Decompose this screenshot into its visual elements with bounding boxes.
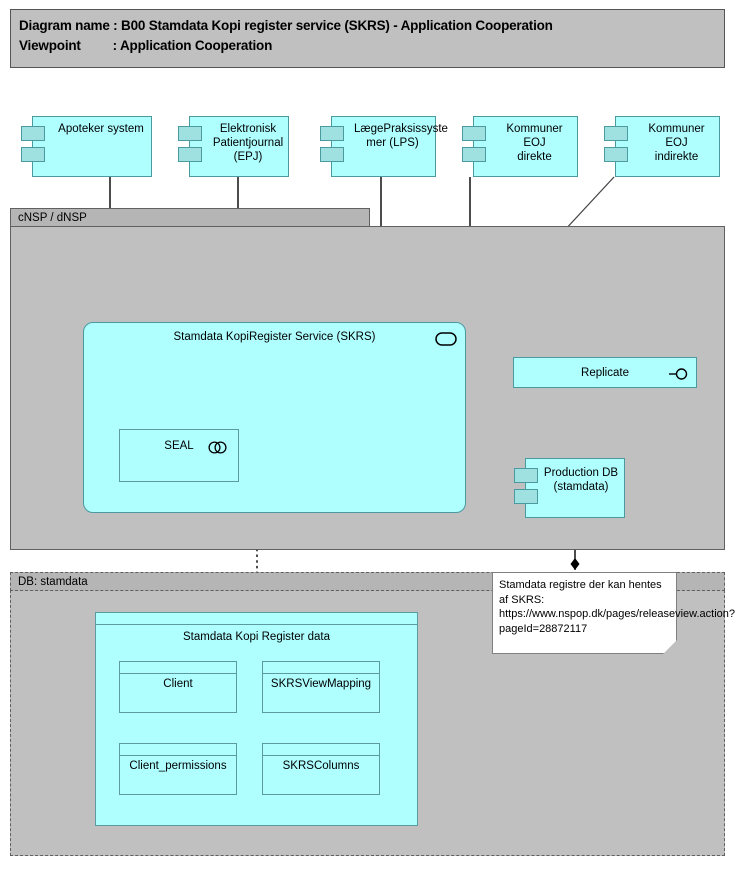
component-tab-icon	[514, 468, 538, 483]
group-cnsp-dnsp-header: cNSP / dNSP	[10, 208, 370, 227]
data-object-label: Client	[163, 678, 193, 690]
component-laegepraksissystemer[interactable]: LægePraksissyste mer (LPS)	[320, 116, 448, 177]
component-label: Production DB (stamdata)	[543, 467, 619, 493]
component-production-db[interactable]: Production DB (stamdata)	[514, 458, 625, 518]
component-apoteker-system[interactable]: Apoteker system	[21, 116, 152, 177]
component-label: LægePraksissyste mer (LPS)	[354, 123, 448, 149]
data-object-skrscolumns[interactable]: SKRSColumns	[262, 743, 380, 795]
application-service-skrs[interactable]: Stamdata KopiRegister Service (SKRS) SEA…	[83, 322, 466, 513]
service-label: Stamdata KopiRegister Service (SKRS)	[173, 331, 376, 343]
data-object-header-bar	[120, 662, 236, 674]
component-tab-icon	[462, 147, 486, 162]
application-service-icon	[435, 332, 457, 346]
component-kommuner-eoj-indirekte[interactable]: Kommuner EOJ indirekte	[604, 116, 720, 177]
component-label: Apoteker system	[58, 123, 144, 135]
component-kommuner-eoj-direkte[interactable]: Kommuner EOJ direkte	[462, 116, 578, 177]
data-object-header-bar	[263, 744, 379, 756]
data-object-label: Stamdata Kopi Register data	[182, 631, 331, 643]
note-stamdata-registre: Stamdata registre der kan hentes af SKRS…	[492, 572, 736, 654]
component-tab-icon	[21, 126, 45, 141]
component-tab-icon	[21, 147, 45, 162]
component-tab-icon	[320, 147, 344, 162]
diagram-title-bar: Diagram name : B00 Stamdata Kopi registe…	[10, 9, 725, 68]
data-object-label: SKRSColumns	[282, 760, 360, 772]
data-object-client-permissions[interactable]: Client_permissions	[119, 743, 237, 795]
component-tab-icon	[178, 147, 202, 162]
data-object-header-bar	[96, 613, 417, 625]
data-object-label: SKRSViewMapping	[270, 678, 372, 690]
component-tab-icon	[462, 126, 486, 141]
application-interface-icon	[669, 368, 688, 380]
component-label: Kommuner EOJ direkte	[506, 123, 563, 163]
component-tab-icon	[320, 126, 344, 141]
component-tab-icon	[514, 489, 538, 504]
component-tab-icon	[178, 126, 202, 141]
application-collaboration-icon	[208, 441, 227, 454]
data-object-skrsviewmapping[interactable]: SKRSViewMapping	[262, 661, 380, 713]
seal-label: SEAL	[164, 440, 194, 452]
group-cnsp-dnsp-label: cNSP / dNSP	[18, 211, 87, 224]
component-elektronisk-patientjournal[interactable]: Elektronisk Patientjournal (EPJ)	[178, 116, 289, 177]
viewpoint-line: Viewpoint : Application Cooperation	[19, 38, 273, 53]
component-tab-icon	[604, 147, 628, 162]
application-collaboration-seal[interactable]: SEAL	[119, 429, 239, 482]
diagram-name-line: Diagram name : B00 Stamdata Kopi registe…	[19, 18, 553, 33]
data-object-header-bar	[263, 662, 379, 674]
data-object-label: Client_permissions	[129, 760, 227, 772]
data-object-client[interactable]: Client	[119, 661, 237, 713]
application-interface-replicate[interactable]: Replicate	[513, 357, 697, 388]
group-db-stamdata-label: DB: stamdata	[18, 575, 88, 588]
component-label: Elektronisk Patientjournal (EPJ)	[212, 123, 284, 163]
data-object-header-bar	[120, 744, 236, 756]
component-label: Kommuner EOJ indirekte	[648, 123, 705, 163]
note-fold-corner	[663, 640, 677, 654]
component-tab-icon	[604, 126, 628, 141]
replicate-label: Replicate	[581, 367, 629, 379]
note-text: Stamdata registre der kan hentes af SKRS…	[499, 579, 736, 635]
data-object-stamdata-kopi-register-data[interactable]: Stamdata Kopi Register data Client SKRSV…	[95, 612, 418, 826]
